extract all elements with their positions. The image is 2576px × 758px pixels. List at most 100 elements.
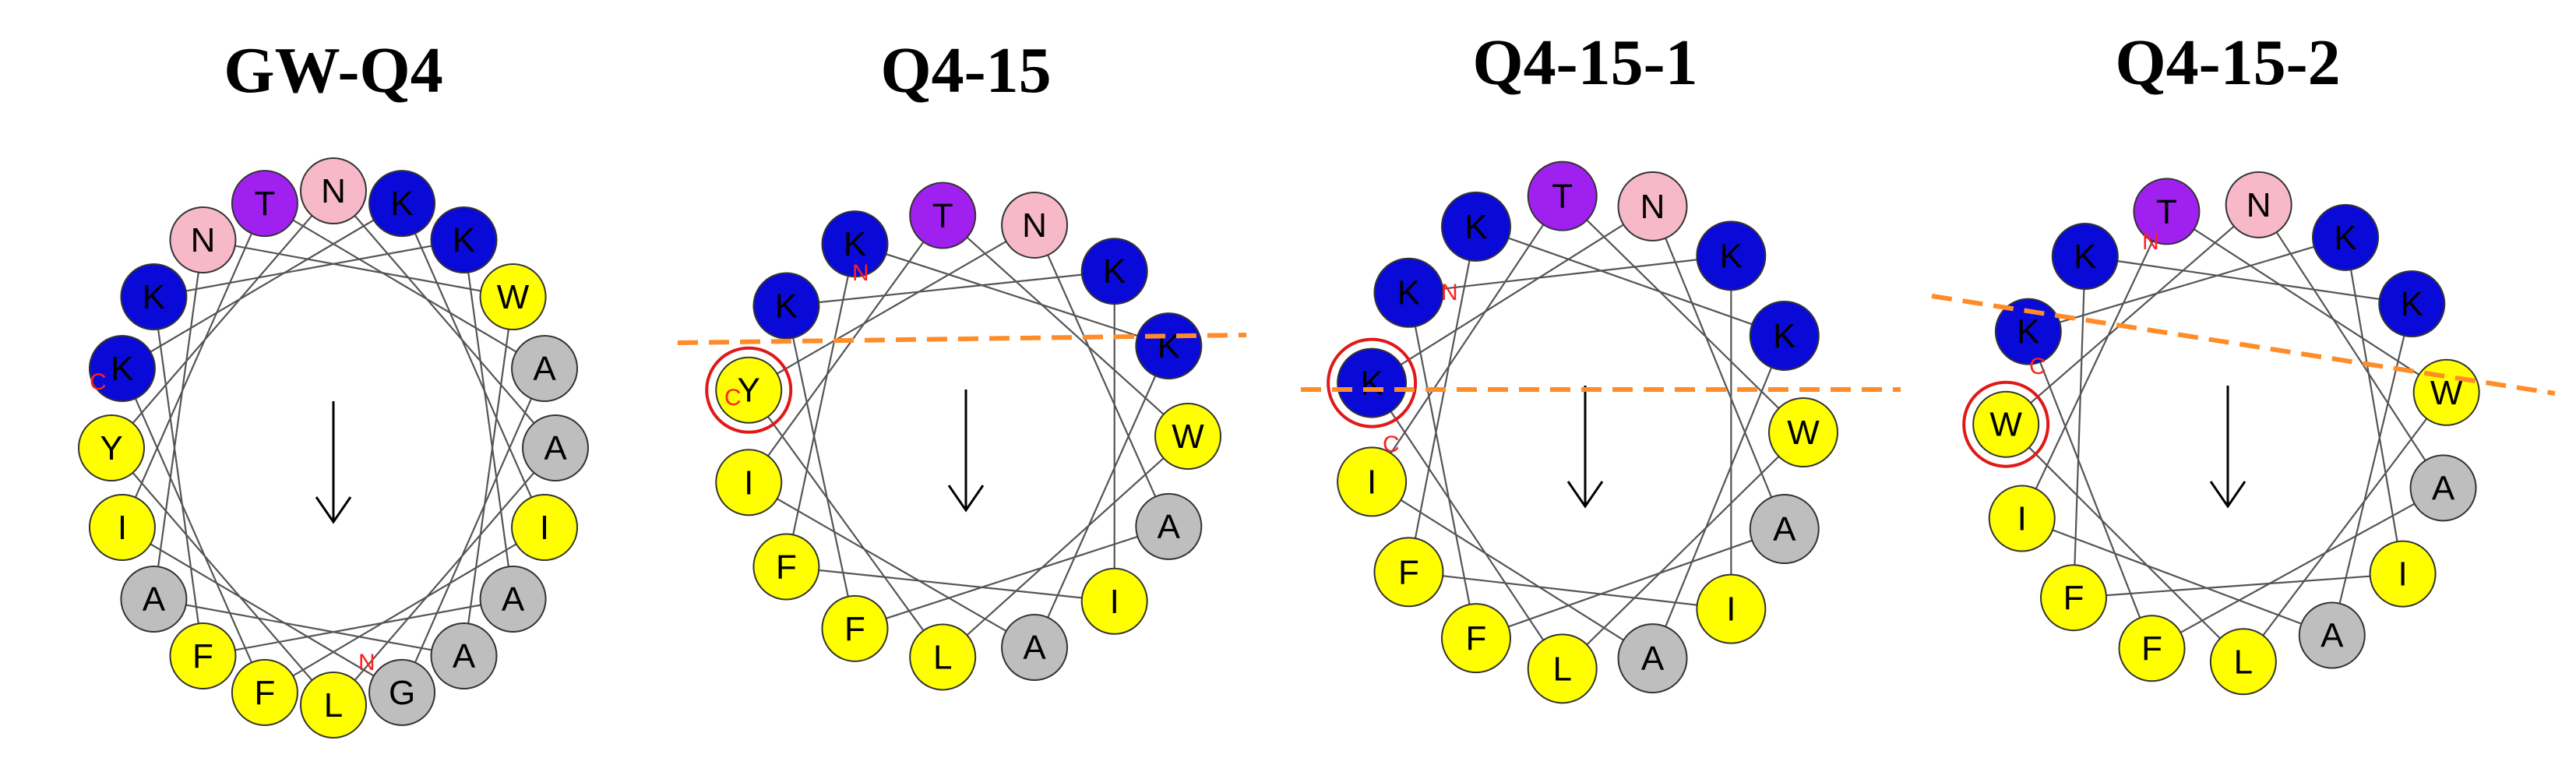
wheel-connections	[748, 214, 1189, 658]
residue-n: N	[300, 157, 367, 224]
residue-t: T	[2133, 178, 2201, 245]
wheel-chord	[1371, 205, 1654, 384]
residue-circle	[2051, 223, 2119, 291]
wheel-chord	[1475, 225, 1785, 337]
residue-f: F	[2118, 615, 2186, 682]
wheel-chord	[111, 190, 334, 449]
panel-title: Q4-15-1	[1472, 26, 1697, 99]
residue-label: K	[390, 185, 413, 223]
wheel-chord	[203, 598, 513, 658]
residue-circle	[1527, 160, 1598, 231]
residue-label: F	[2063, 579, 2084, 617]
wheel-chord	[122, 203, 403, 369]
residue-k: K	[1080, 238, 1148, 305]
wheel-chord	[748, 390, 944, 658]
wheel-chord	[1475, 528, 1785, 640]
residue-label: A	[544, 429, 567, 467]
wheel-chord	[264, 203, 545, 369]
residue-label: W	[1787, 414, 1820, 452]
residue-label: F	[776, 548, 797, 587]
residue-f: F	[821, 594, 889, 662]
residue-f: F	[1441, 603, 1511, 674]
residue-label: Y	[100, 429, 122, 467]
wheel-chord	[942, 435, 1189, 658]
wheel-chord	[2073, 573, 2403, 599]
residue-circle	[1527, 633, 1598, 704]
residue-label: T	[932, 197, 953, 235]
residue-label: A	[1023, 629, 1046, 667]
residue-label: L	[324, 686, 343, 725]
wheel-connections	[2005, 204, 2447, 663]
residue-k: K	[752, 272, 820, 340]
residue-label: K	[1773, 317, 1795, 355]
residue-n: N	[1001, 191, 1069, 259]
wheel-chord	[1408, 255, 1732, 294]
wheel-chord	[2344, 237, 2404, 574]
wheel-chord	[333, 447, 556, 706]
wheel-chord	[121, 203, 266, 528]
arrow-head	[315, 496, 352, 524]
residue-y: Y	[705, 346, 793, 434]
residue-i: I	[715, 449, 783, 516]
residue-label: A	[2432, 469, 2455, 507]
residue-label: A	[143, 580, 166, 619]
residue-circle	[1373, 537, 1444, 608]
wheel-chord	[401, 368, 546, 693]
wheel-chord	[786, 566, 1115, 602]
wheel-chord	[2257, 204, 2444, 488]
residue-a: A	[1001, 614, 1069, 682]
residue-label: W	[1172, 418, 1204, 456]
residue-label: A	[453, 637, 476, 675]
residue-label: N	[2247, 186, 2271, 224]
panel-title: Q4-15	[880, 34, 1051, 107]
residue-label: K	[1720, 237, 1743, 275]
residue-circle	[511, 335, 579, 403]
residue-circle	[2409, 454, 2477, 522]
residue-w: W	[1768, 397, 1838, 467]
residue-label: F	[844, 610, 865, 648]
residue-label: I	[118, 509, 127, 547]
wheel-chord	[1371, 382, 1563, 669]
wheel-chord	[1034, 345, 1170, 648]
residue-n: N	[2225, 171, 2292, 238]
residue-a: A	[479, 565, 547, 633]
arrow-head	[2209, 481, 2247, 509]
residue-label: G	[389, 674, 415, 712]
residue-a: A	[430, 622, 498, 689]
residue-circle	[88, 493, 156, 561]
panel-title: GW-Q4	[224, 34, 443, 107]
residue-circle	[78, 414, 145, 481]
residue-k: K	[1441, 191, 1511, 262]
residue-label: K	[1464, 208, 1487, 246]
residue-circle	[909, 182, 977, 249]
residue-k: K	[2378, 270, 2446, 338]
residue-circle	[1080, 238, 1148, 305]
wheel-chord	[2084, 255, 2412, 305]
residue-a: A	[1617, 623, 1688, 694]
residue-l: L	[1527, 633, 1598, 704]
residue-label: K	[1158, 327, 1180, 365]
residue-circle	[1972, 390, 2040, 458]
residue-circle	[430, 206, 498, 274]
residue-label: K	[1360, 365, 1383, 403]
residue-label: A	[2321, 616, 2344, 654]
wheel-chord	[2021, 210, 2168, 519]
wheel-chord	[153, 296, 204, 657]
residue-label: K	[111, 350, 133, 388]
c-terminus-label: C	[1383, 432, 1400, 457]
wheel-chord	[785, 305, 856, 629]
residue-circle	[1135, 492, 1203, 560]
residue-k: K	[368, 170, 436, 238]
residue-label: I	[2398, 555, 2407, 594]
residue-circle	[2209, 628, 2277, 696]
residue-circle	[1135, 312, 1203, 380]
n-terminus-label: N	[358, 650, 375, 675]
residue-circle	[821, 594, 889, 662]
residue-k: K	[821, 210, 889, 278]
wheel-chord	[1651, 206, 1785, 530]
wheel-chord	[121, 368, 266, 693]
residue-f: F	[231, 658, 298, 726]
